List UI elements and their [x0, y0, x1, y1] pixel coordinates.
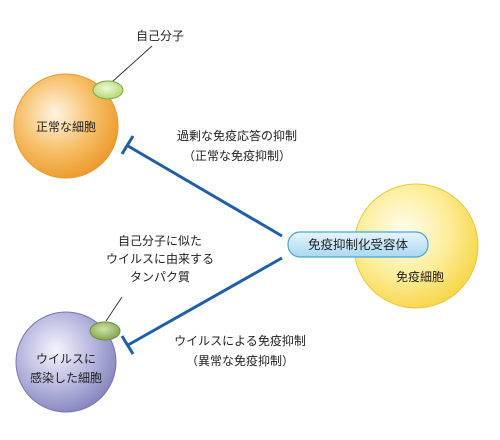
- inhibition-line-virus: [120, 256, 283, 355]
- self-molecule-leader-line: [111, 45, 153, 83]
- normal-cell: 正常な細胞: [13, 73, 119, 179]
- self-molecule: [92, 80, 124, 100]
- viral-protein-leader-line: [105, 296, 123, 322]
- inhibition-bar-normal: [120, 135, 135, 155]
- virus-suppression-label-line2: （異常な免疫抑制）: [186, 353, 294, 368]
- viral-protein: [89, 321, 121, 341]
- infected-cell: ウイルスに 感染した細胞: [15, 311, 117, 413]
- receptor-label: 免疫抑制化受容体: [308, 237, 409, 252]
- viral-protein-label-line2: ウイルスに由来する: [106, 252, 214, 266]
- suppression-label-line1: 過剰な免疫応答の抑制: [177, 128, 297, 143]
- infected-cell-label-line2: 感染した細胞: [30, 370, 102, 385]
- viral-protein-label-line1: 自己分子に似た: [118, 234, 202, 248]
- receptor: 免疫抑制化受容体: [287, 231, 429, 258]
- normal-cell-label: 正常な細胞: [36, 120, 96, 134]
- inhibition-line-normal: [120, 135, 283, 238]
- viral-protein-label-line3: タンパク質: [130, 269, 190, 284]
- inhibition-bar-virus: [120, 335, 135, 355]
- self-molecule-label: 自己分子: [136, 29, 184, 43]
- virus-suppression-label-line1: ウイルスによる免疫抑制: [174, 333, 306, 348]
- immune-cell-label: 免疫細胞: [396, 269, 444, 284]
- infected-cell-label-line1: ウイルスに: [36, 352, 96, 366]
- suppression-label-line2: （正常な免疫抑制）: [183, 148, 291, 163]
